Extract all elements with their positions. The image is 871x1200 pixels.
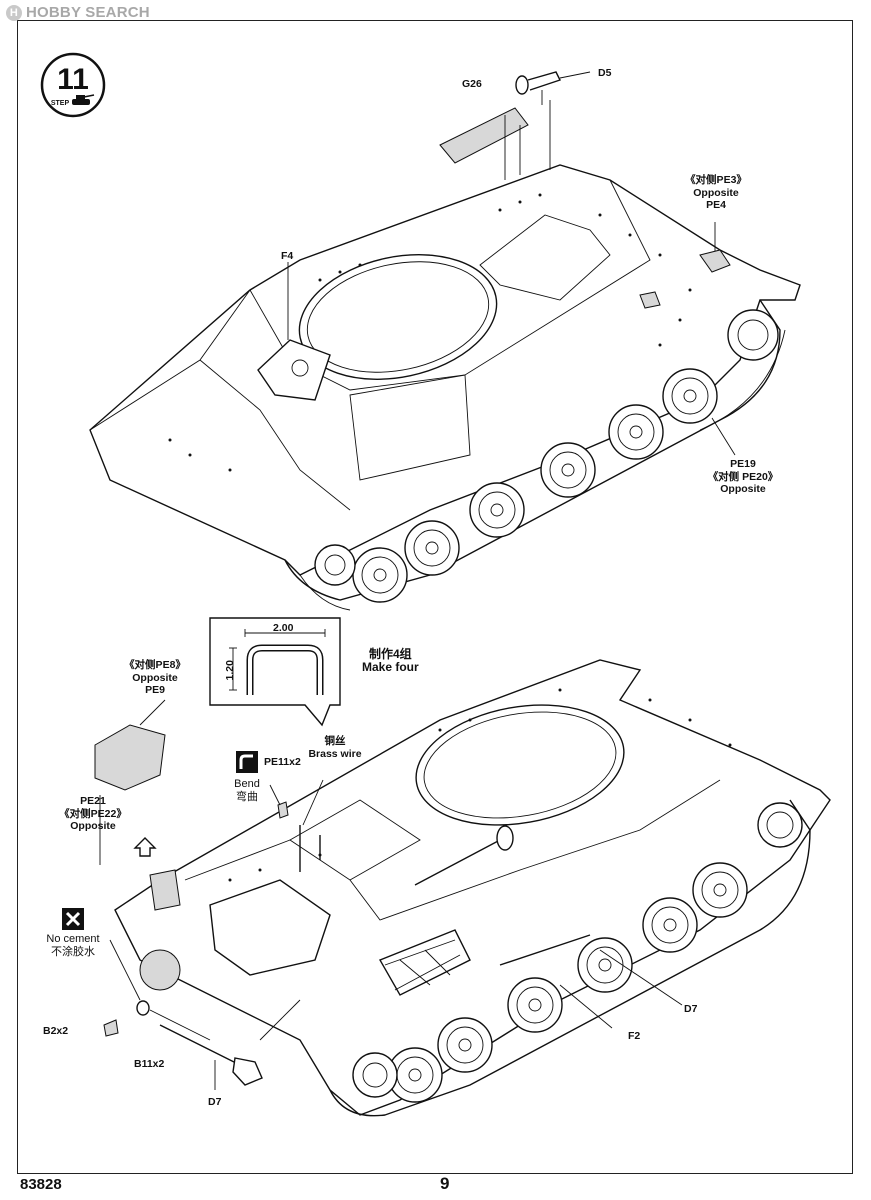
top-road-wheels	[314, 309, 779, 603]
bottom-rivets	[228, 688, 732, 882]
dimension-width: 2.00	[273, 622, 294, 634]
bend-icon	[236, 751, 258, 773]
pe11-part	[277, 801, 289, 819]
label-d7-left: D7	[208, 1096, 222, 1108]
label-f4: F4	[281, 250, 294, 262]
page-frame	[17, 20, 853, 1174]
step-tank-icon	[72, 94, 95, 105]
hobby-search-logo-icon: H	[6, 4, 22, 21]
arrow-icon	[133, 837, 157, 857]
page-number: 9	[440, 1174, 450, 1193]
label-pe11: PE11x2	[264, 756, 301, 768]
label-g26: G26	[462, 78, 482, 90]
d7-left-part	[159, 1024, 263, 1086]
b11-part	[136, 1000, 150, 1016]
top-leader-lines	[287, 71, 736, 456]
d5-part	[515, 71, 561, 105]
label-d5: D5	[598, 67, 612, 79]
f4-part	[257, 339, 331, 401]
top-rivets	[168, 193, 692, 472]
bottom-storage-box	[378, 929, 471, 996]
label-pe19-pe20: PE19 《对侧 PE20》 Opposite	[707, 458, 779, 495]
label-bend: Bend 弯曲	[234, 778, 260, 803]
f2-part	[414, 825, 514, 886]
step-badge: 11 STEP	[40, 52, 106, 118]
label-pe3-pe4: 《对侧PE3》 Opposite PE4	[685, 174, 747, 211]
bottom-tank-drawing	[94, 659, 831, 1117]
make-four-label: 制作4组 Make four	[362, 647, 419, 674]
bottom-engine-grille	[289, 799, 421, 881]
step-label: STEP	[51, 100, 70, 107]
bottom-leader-lines	[99, 699, 683, 1090]
g26-part	[439, 107, 529, 164]
rear-hatch	[209, 879, 331, 976]
pe4-part	[699, 249, 731, 273]
bottom-road-wheels	[139, 802, 803, 1103]
label-f2: F2	[628, 1030, 641, 1042]
d7-right-part	[499, 934, 591, 966]
label-pe8-pe9: 《对侧PE8》 Opposite PE9	[124, 659, 186, 696]
bottom-turret-ring	[415, 704, 625, 826]
pe19-part	[639, 291, 661, 309]
product-code: 83828	[20, 1176, 62, 1193]
detail-box	[209, 617, 341, 727]
no-cement-icon	[62, 908, 84, 930]
label-brass-wire: 铜丝 Brass wire	[308, 735, 362, 760]
label-b2: B2x2	[43, 1025, 69, 1037]
b2-part	[103, 1019, 119, 1037]
top-engine-deck	[479, 214, 611, 301]
label-no-cement: No cement 不涂胶水	[46, 933, 100, 958]
label-pe21-pe22: PE21 《对侧PE22》 Opposite	[59, 795, 127, 832]
top-turret-ring	[298, 254, 498, 380]
pe9-part	[94, 724, 166, 791]
top-side-plate	[349, 374, 471, 481]
bottom-track-outline	[329, 799, 811, 1117]
label-b11: B11x2	[134, 1058, 165, 1070]
top-tank-drawing	[89, 71, 801, 611]
step-number: 11	[57, 63, 89, 96]
dimension-height: 1.20	[223, 660, 236, 681]
watermark: H HOBBY SEARCH	[6, 4, 150, 21]
label-d7-right: D7	[684, 1003, 698, 1015]
watermark-text: HOBBY SEARCH	[26, 4, 150, 21]
pe21-part	[149, 869, 181, 911]
